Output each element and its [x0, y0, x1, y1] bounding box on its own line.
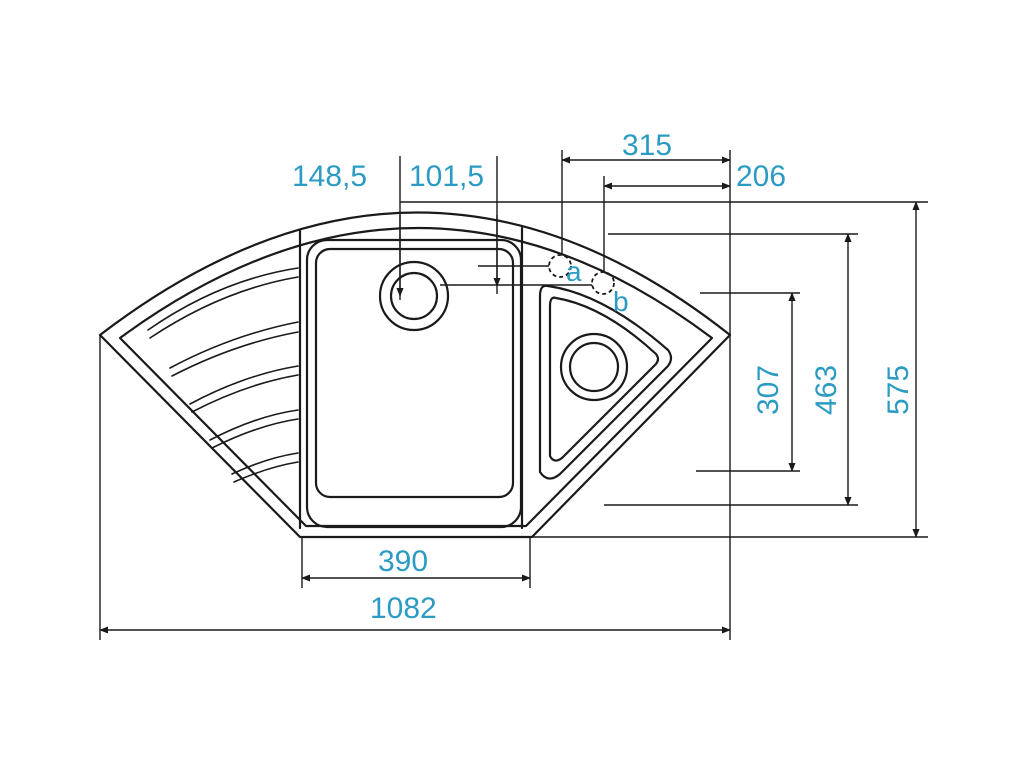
drainer-groove — [191, 374, 299, 413]
drainer-groove — [231, 452, 299, 475]
sink-inner-rim — [118, 227, 714, 528]
drainer-groove — [211, 418, 299, 449]
drainer-groove — [189, 365, 299, 405]
drainer-groove — [233, 461, 299, 483]
drainer-groove — [171, 331, 299, 377]
dim-label-390: 390 — [378, 545, 428, 578]
main-bowl-outer — [305, 238, 523, 529]
dim-label-148: 148,5 — [292, 160, 367, 193]
main-drain-inner — [389, 271, 439, 321]
dim-label-1082: 1082 — [370, 592, 437, 625]
dimension-labels: 148,5 101,5 315 206 390 1082 307 463 575 — [292, 129, 915, 625]
main-bowl-inner — [314, 247, 515, 499]
marker-b-label: b — [613, 286, 629, 317]
main-drain-outer — [378, 260, 450, 332]
dim-label-575: 575 — [882, 365, 915, 415]
secondary-drain-inner — [568, 341, 620, 393]
secondary-bowl-inner — [548, 296, 660, 462]
marker-a-label: a — [566, 256, 582, 287]
secondary-bowl — [538, 284, 673, 480]
sink-outline — [98, 211, 732, 539]
dim-label-101: 101,5 — [409, 160, 484, 193]
drainer-groove — [147, 267, 299, 331]
drainer-groove — [169, 321, 299, 369]
dim-label-463: 463 — [810, 365, 843, 415]
dim-label-206: 206 — [736, 160, 786, 193]
secondary-drain-outer — [559, 332, 629, 402]
secondary-bowl-outer — [538, 284, 673, 480]
dim-label-307: 307 — [752, 365, 785, 415]
main-bowl — [305, 238, 523, 529]
dim-label-315: 315 — [622, 129, 672, 162]
tap-hole-b-icon — [591, 271, 615, 295]
tap-hole-markers: a b — [440, 254, 629, 317]
drainer-board — [147, 228, 302, 530]
sink-outer-contour — [98, 211, 732, 539]
tap-hole-a-icon — [548, 254, 572, 278]
drainer-groove — [209, 409, 299, 441]
drainer-groove — [149, 276, 299, 339]
dimension-lines — [99, 150, 928, 640]
